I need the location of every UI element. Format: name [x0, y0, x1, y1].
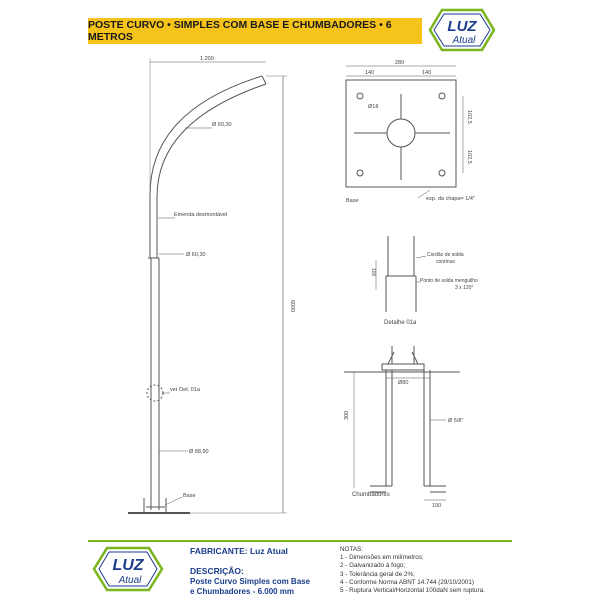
pole-inner-curve [156, 83, 267, 258]
label-anchors: Chumbadores [352, 492, 390, 498]
label-top-width: 1.200 [200, 56, 214, 62]
anchor-plate [381, 363, 425, 371]
label-base-ref: Base [183, 493, 196, 499]
brand-logo: LUZ Atual [428, 8, 496, 52]
logo-hexagon [428, 8, 496, 52]
leader-base [164, 496, 183, 506]
label-base-half-right: 140 [422, 70, 431, 76]
label-base-v1: 102,5 [466, 110, 472, 124]
logo-hexagon-inner [98, 551, 158, 587]
logo-word-atual: Atual [118, 575, 143, 586]
logo-hexagon-inner [433, 13, 491, 47]
note-item: 5 - Ruptura Vertical/Horizontal 100daN s… [340, 587, 485, 595]
label-detail-ref: ver Det. 01a [170, 387, 201, 393]
note-item: 2 - Galvanizado à fogo; [340, 562, 406, 570]
base-plate [345, 79, 457, 188]
leader-weld-cord [415, 255, 427, 259]
label-detail: Detalhe 01a [384, 320, 417, 326]
label-base-half-left: 140 [365, 70, 374, 76]
base-hole-br [438, 169, 446, 177]
manufacturer: FABRICANTE: Luz Atual [190, 546, 288, 556]
label-detail-dim: 100 [370, 268, 376, 277]
logo-word-luz: LUZ [447, 18, 477, 35]
label-base-thickness: esp. da chapa= 1/4" [426, 196, 475, 202]
label-dia-top: Ø 60,30 [212, 122, 232, 128]
label-anchor-foot: 100 [432, 503, 441, 509]
logo-word-luz: LUZ [112, 557, 144, 574]
pole-tip [261, 75, 267, 85]
description-label: DESCRIÇÃO: [190, 566, 244, 576]
brand-logo-footer: LUZ Atual [92, 546, 164, 592]
technical-drawing: 1.200 Ø 60,30 Emenda desmontável Ø 60,30… [128, 56, 478, 514]
anchor-rib-right [411, 351, 419, 365]
anchor-rib-left [387, 351, 395, 365]
base-hole-tl [356, 92, 364, 100]
note-item: 3 - Tolerância geral de 2%; [340, 570, 415, 578]
label-anchor-inner: Ø80 [398, 380, 408, 386]
label-joint: Emenda desmontável [174, 212, 227, 218]
label-height: 6000 [289, 300, 295, 312]
pole-outer-curve [149, 75, 263, 258]
label-anchor-bolt: Ø 5/8" [448, 418, 463, 424]
label-plug-weld2: 3 x 120° [455, 285, 473, 291]
base-center-hole [386, 118, 416, 148]
label-base-hole: Ø18 [368, 104, 378, 110]
base-hole-tr [438, 92, 446, 100]
footer-divider [88, 540, 512, 542]
label-base-width: 280 [395, 60, 404, 66]
logo-word-atual: Atual [452, 35, 477, 46]
label-dia-base: Ø 88,90 [189, 449, 209, 455]
manufacturer-value: Luz Atual [249, 546, 288, 556]
description-line2: e Chumbadores - 6.000 mm [190, 587, 295, 596]
label-weld-cord2: contínuo [436, 259, 455, 265]
logo-hexagon [92, 546, 164, 592]
notes-block: NOTAS: 1 - Dimensões em milímetros; 2 - … [340, 546, 485, 595]
detail-circle [146, 384, 164, 402]
note-item: 4 - Conforme Norma ABNT 14.744 (29/10/20… [340, 578, 474, 586]
title-bar: POSTE CURVO • SIMPLES COM BASE E CHUMBAD… [88, 18, 422, 44]
label-weld-cord: Cordão de solda [427, 252, 464, 258]
note-item: 1 - Dimensões em milímetros; [340, 554, 424, 562]
base-hole-bl [356, 169, 364, 177]
label-dia-mid: Ø 60,30 [186, 252, 206, 258]
manufacturer-label: FABRICANTE: [190, 546, 248, 556]
label-anchor-height: 300 [344, 411, 350, 420]
label-base-v2: 102,5 [466, 150, 472, 164]
leader-thickness [417, 189, 431, 199]
description-line1: Poste Curvo Simples com Base [190, 577, 311, 586]
notes-title: NOTAS: [340, 546, 363, 553]
label-base: Base [346, 198, 359, 204]
page-title: POSTE CURVO • SIMPLES COM BASE E CHUMBAD… [88, 19, 392, 43]
label-plug-weld: Ponto de solda menguilho [420, 278, 478, 284]
